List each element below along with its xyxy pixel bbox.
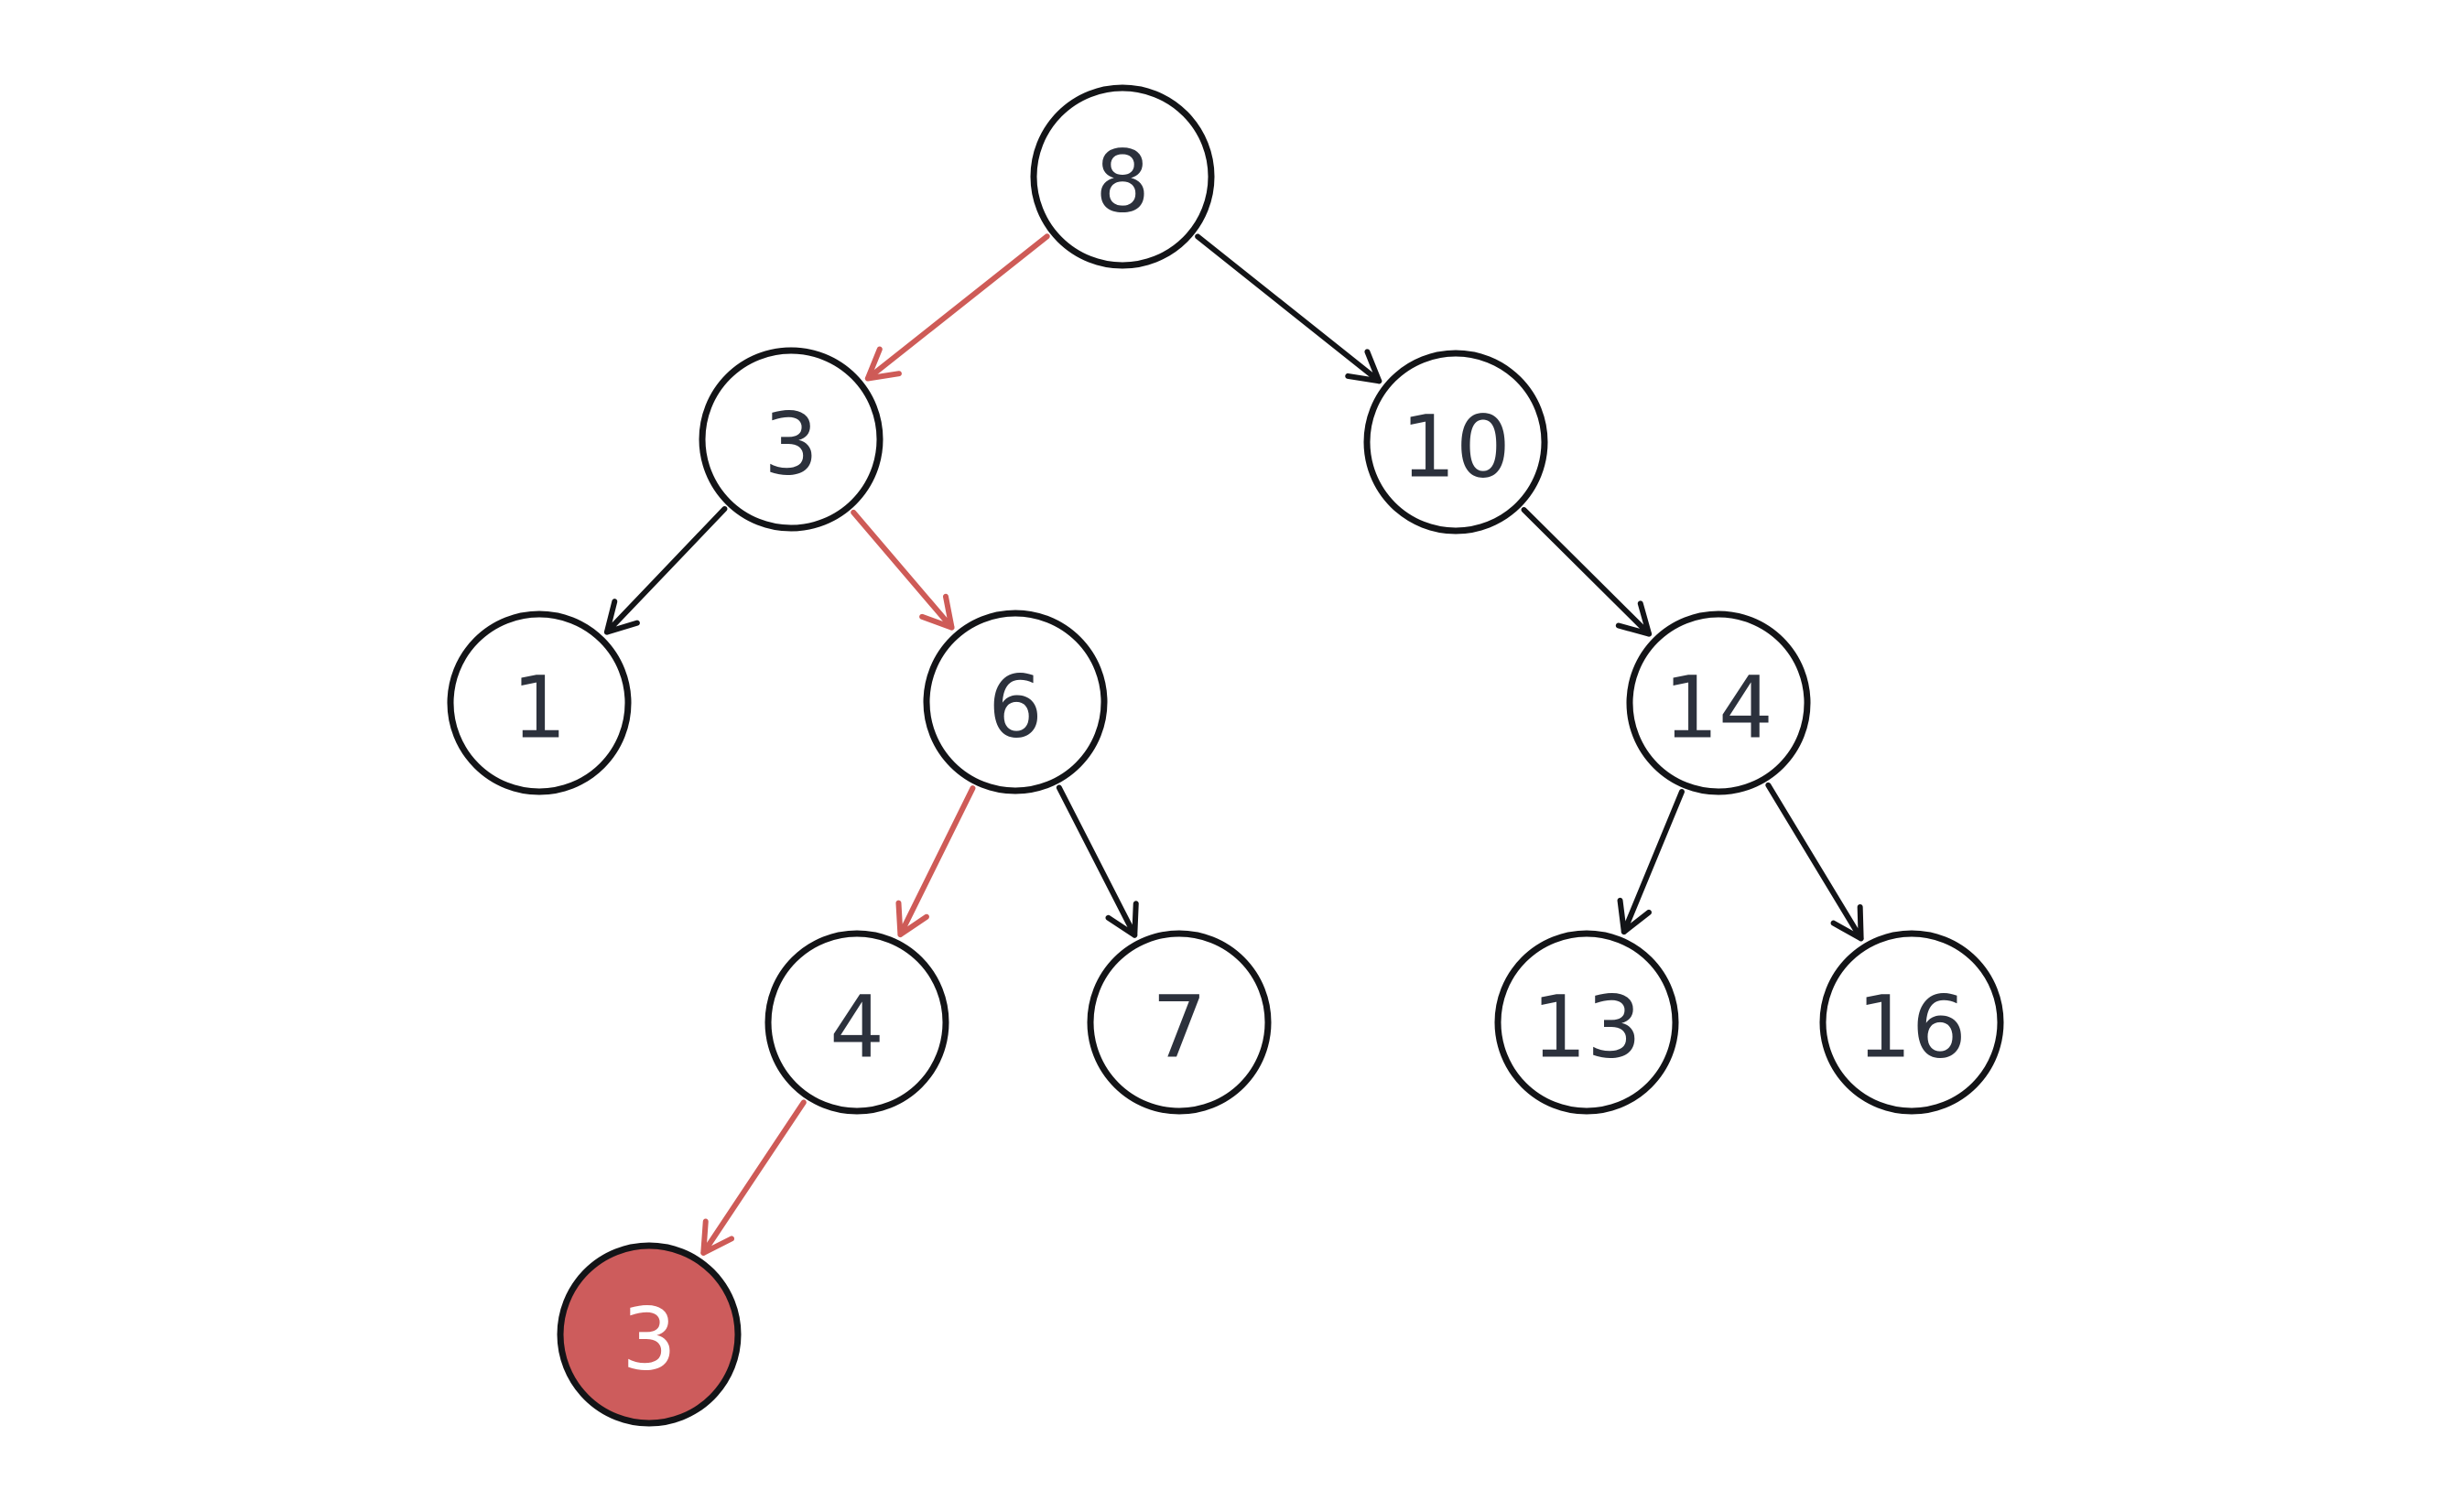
edge-4-to-3-new — [700, 1099, 807, 1256]
node-label-1: 1 — [512, 659, 567, 759]
edge-14-to-13 — [1617, 789, 1685, 935]
node-circle-4 — [764, 930, 949, 1115]
tree-node-4: 4 — [764, 930, 949, 1115]
tree-node-7: 7 — [1087, 930, 1272, 1115]
node-circle-8 — [1030, 84, 1215, 269]
node-label-16: 16 — [1857, 978, 1967, 1078]
node-circle-7 — [1087, 930, 1272, 1115]
tree-node-10: 10 — [1363, 350, 1548, 535]
edge-3-to-6 — [851, 509, 955, 631]
edge-8-to-10 — [1195, 233, 1382, 384]
node-circle-10 — [1363, 350, 1548, 535]
tree-node-13: 13 — [1494, 930, 1679, 1115]
node-circle-3 — [699, 347, 884, 532]
node-label-10: 10 — [1401, 398, 1511, 498]
tree-node-16: 16 — [1819, 930, 2004, 1115]
node-label-3-new: 3 — [622, 1291, 677, 1390]
edge-3-to-1 — [603, 505, 728, 635]
node-label-13: 13 — [1532, 978, 1642, 1078]
node-circle-14 — [1626, 610, 1811, 795]
edge-10-to-14 — [1521, 506, 1653, 637]
tree-node-3: 3 — [699, 347, 884, 532]
node-circle-16 — [1819, 930, 2004, 1115]
node-circle-6 — [923, 610, 1108, 794]
edge-14-to-16 — [1765, 782, 1864, 942]
node-circle-1 — [447, 610, 632, 795]
tree-node-14: 14 — [1626, 610, 1811, 795]
node-label-4: 4 — [829, 978, 884, 1078]
edge-6-to-4 — [895, 785, 976, 938]
tree-node-8: 8 — [1030, 84, 1215, 269]
edge-6-to-7 — [1056, 784, 1139, 938]
node-label-8: 8 — [1095, 133, 1150, 232]
node-circle-3-new — [557, 1242, 742, 1427]
edge-8-to-3 — [864, 233, 1050, 382]
node-label-7: 7 — [1152, 978, 1207, 1078]
node-label-6: 6 — [988, 658, 1043, 758]
node-circle-13 — [1494, 930, 1679, 1115]
tree-node-3-new: 3 — [557, 1242, 742, 1427]
tree-node-1: 1 — [447, 610, 632, 795]
tree-node-6: 6 — [923, 610, 1108, 794]
node-label-3: 3 — [764, 395, 818, 495]
node-label-14: 14 — [1664, 659, 1773, 759]
edges-layer — [603, 233, 1864, 1256]
